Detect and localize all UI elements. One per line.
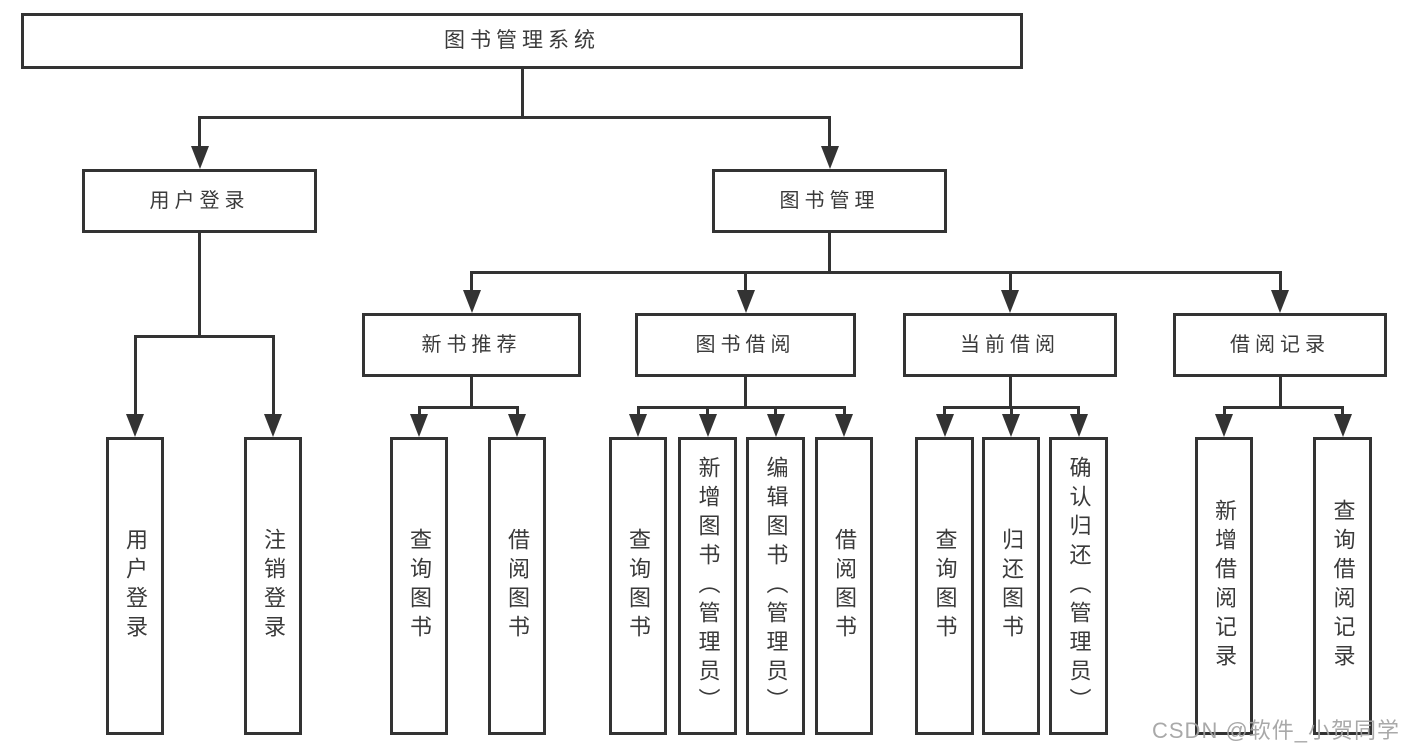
connector-line <box>1278 377 1282 407</box>
node-leaf-borrow-book-2: 借阅图书 <box>815 437 873 735</box>
connector-line <box>470 272 473 297</box>
connector-line <box>828 117 831 153</box>
node-label: 借阅记录 <box>1230 334 1330 356</box>
node-borrow-records: 借阅记录 <box>1173 313 1387 377</box>
node-label: 新书推荐 <box>421 334 522 356</box>
arrowhead-icon <box>935 414 954 437</box>
node-label: 查询图书 <box>932 528 958 644</box>
connector-line <box>470 377 473 407</box>
connector-line <box>1008 377 1012 407</box>
connector-line <box>636 405 846 409</box>
node-label: 图书管理 <box>779 190 880 212</box>
arrowhead-icon <box>1215 414 1233 437</box>
connector-line <box>133 334 275 338</box>
connector-line <box>520 69 524 117</box>
connector-line <box>1222 405 1344 409</box>
arrowhead-icon <box>264 414 282 437</box>
node-book-borrow: 图书借阅 <box>635 313 856 377</box>
arrowhead-icon <box>1001 290 1019 313</box>
arrowhead-icon <box>1002 414 1020 437</box>
node-label: 当前借阅 <box>960 334 1060 356</box>
arrowhead-icon <box>766 414 785 437</box>
arrowhead-icon <box>190 146 209 169</box>
node-label: 确认归还（管理员） <box>1066 455 1092 717</box>
arrowhead-icon <box>835 414 853 437</box>
connector-line <box>198 115 831 119</box>
arrowhead-icon <box>1271 290 1289 313</box>
connector-line <box>417 405 519 409</box>
connector-line <box>828 233 831 272</box>
node-leaf-confirm-return: 确认归还（管理员） <box>1049 437 1108 735</box>
node-label: 查询图书 <box>407 528 432 644</box>
node-new-book-rec: 新书推荐 <box>362 313 581 377</box>
node-leaf-user-login: 用户登录 <box>106 437 164 735</box>
arrowhead-icon <box>410 414 428 437</box>
node-label: 借阅图书 <box>505 528 530 644</box>
node-label: 图书管理系统 <box>444 29 600 53</box>
connector-line <box>198 233 201 336</box>
connector-line <box>198 117 201 153</box>
node-leaf-edit-book: 编辑图书（管理员） <box>746 437 805 735</box>
connector-line <box>744 272 747 297</box>
arrowhead-icon <box>126 414 144 437</box>
node-root: 图书管理系统 <box>21 13 1023 69</box>
arrowhead-icon <box>736 290 755 313</box>
watermark: CSDN @软件_小贺同学 <box>1152 718 1401 743</box>
node-book-mgmt-branch: 图书管理 <box>712 169 947 233</box>
connector-line <box>1278 272 1282 297</box>
arrowhead-icon <box>508 414 526 437</box>
node-label: 注销登录 <box>261 528 286 644</box>
connector-line <box>133 336 137 421</box>
node-leaf-add-book: 新增图书（管理员） <box>678 437 737 735</box>
node-label: 用户登录 <box>123 528 148 644</box>
node-user-login-branch: 用户登录 <box>82 169 317 233</box>
node-leaf-query-book-1: 查询图书 <box>390 437 448 735</box>
node-label: 归还图书 <box>999 528 1024 644</box>
arrowhead-icon <box>629 414 647 437</box>
node-leaf-query-book-3: 查询图书 <box>915 437 974 735</box>
node-label: 查询借阅记录 <box>1330 499 1356 673</box>
connector-line <box>271 336 275 421</box>
node-current-borrow: 当前借阅 <box>903 313 1117 377</box>
connector-line <box>744 377 747 407</box>
connector-line <box>470 270 1282 274</box>
node-leaf-query-borrow-record: 查询借阅记录 <box>1313 437 1372 735</box>
node-label: 图书借阅 <box>695 334 796 356</box>
arrowhead-icon <box>1069 414 1088 437</box>
arrowhead-icon <box>462 290 481 313</box>
node-label: 编辑图书（管理员） <box>763 455 789 717</box>
arrowhead-icon <box>820 146 839 169</box>
node-leaf-return-book: 归还图书 <box>982 437 1040 735</box>
node-leaf-query-book-2: 查询图书 <box>609 437 667 735</box>
arrowhead-icon <box>698 414 717 437</box>
node-leaf-borrow-book-1: 借阅图书 <box>488 437 546 735</box>
node-label: 查询图书 <box>626 528 651 644</box>
connector-line <box>1008 272 1012 297</box>
arrowhead-icon <box>1333 414 1352 437</box>
node-leaf-logout: 注销登录 <box>244 437 302 735</box>
node-label: 新增图书（管理员） <box>695 455 721 717</box>
node-leaf-add-borrow-record: 新增借阅记录 <box>1195 437 1253 735</box>
node-label: 新增借阅记录 <box>1212 499 1237 673</box>
node-label: 用户登录 <box>149 190 250 212</box>
node-label: 借阅图书 <box>832 528 857 644</box>
